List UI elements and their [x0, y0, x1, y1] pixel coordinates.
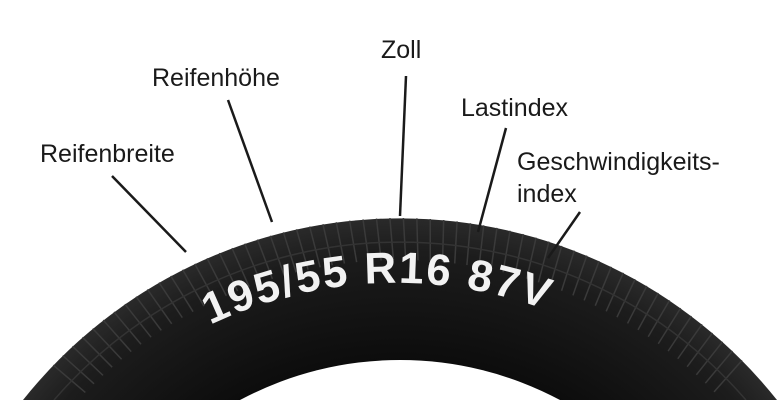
tread-sipe [231, 247, 250, 287]
tread-sipe [537, 241, 550, 283]
label-rim: Zoll [381, 36, 421, 64]
tire [23, 218, 777, 400]
tread-sipe [348, 220, 358, 263]
label-height: Reifenhöhe [152, 64, 280, 92]
callout-line-height [226, 99, 274, 223]
tread-sipe [322, 224, 333, 266]
tread-groove [53, 241, 747, 401]
label-speed-line2: index [517, 180, 577, 208]
tread-sipe [218, 252, 239, 292]
tread-sipe [402, 217, 407, 261]
tread-sipe [657, 307, 682, 345]
tread-sipe [135, 296, 162, 331]
tread-sipe [182, 269, 205, 307]
tread-sipe [282, 232, 297, 273]
tread-sipe [526, 237, 537, 279]
tread-sipe [158, 282, 183, 319]
tread-sipe [362, 219, 370, 262]
tread-sipe [453, 221, 458, 264]
tread-sipe [549, 245, 563, 287]
tread-sipe [713, 359, 743, 393]
tread-sipe [560, 250, 576, 291]
tread-sipe [256, 239, 274, 280]
callout-line-rim [398, 75, 408, 217]
tread-sipe [81, 336, 113, 368]
tread-sipe [308, 226, 321, 268]
tread-sipe [124, 303, 152, 338]
tread-sipe [704, 350, 733, 384]
tread-sipe [637, 292, 659, 331]
tread-sipe [686, 332, 713, 368]
tread-sipe [389, 218, 395, 261]
tread-sipe [626, 285, 648, 324]
tread-sipe [478, 225, 485, 268]
tread-sipe [92, 328, 123, 360]
tread-sipe [335, 222, 346, 264]
tread-sipe [667, 315, 693, 352]
tread-sipe [71, 345, 104, 376]
tread-sipe [62, 355, 95, 385]
tread-sipe [594, 266, 612, 306]
tread-sipe [243, 243, 262, 283]
tread-sipe [605, 272, 624, 312]
tread-sipe [295, 229, 309, 270]
tread-sipe [269, 235, 285, 276]
tread-sipe [375, 218, 382, 261]
tread-sipe [416, 218, 419, 261]
tread-sipe [102, 319, 132, 353]
tread-pattern [52, 217, 743, 394]
tread-sipe [572, 255, 588, 296]
tread-sipe [514, 233, 524, 276]
callout-line-load [476, 127, 508, 233]
callout-line-width [111, 175, 187, 253]
tread-sipe [677, 323, 703, 360]
tread-sipe [206, 257, 227, 297]
tread-sipe [616, 278, 636, 318]
tread-sipe [490, 227, 498, 270]
callout-line-speed [546, 211, 582, 259]
tread-sipe [146, 289, 173, 325]
callout-lines [111, 75, 582, 259]
label-load: Lastindex [461, 94, 569, 122]
tread-sipe [583, 260, 600, 301]
rim-hole [240, 360, 560, 400]
tread-sipe [647, 300, 671, 338]
tread-sipe [695, 341, 724, 376]
label-width: Reifenbreite [40, 140, 175, 168]
label-speed-line1: Geschwindigkeits- [517, 148, 720, 176]
tread-sipe [441, 219, 445, 263]
tread-sipe [113, 311, 142, 345]
tread-sipe [466, 223, 472, 266]
tread-sipe [170, 275, 194, 313]
tread-sipe [502, 230, 511, 273]
tread-sipe [194, 263, 216, 302]
tread-sipe [52, 364, 86, 394]
